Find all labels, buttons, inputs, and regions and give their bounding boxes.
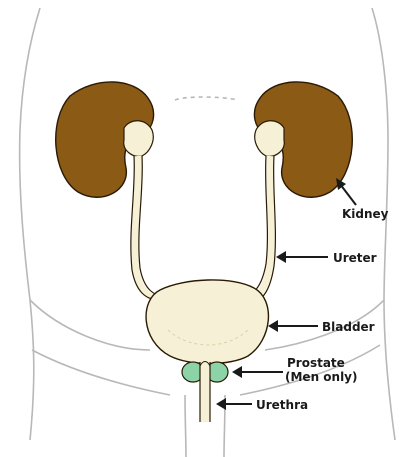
ureter-left [131, 156, 168, 300]
kidney-arrow [336, 178, 356, 205]
label-prostate-note: (Men only) [285, 370, 358, 384]
label-urethra: Urethra [256, 398, 308, 412]
bladder [146, 280, 268, 364]
label-ureter: Ureter [333, 251, 377, 265]
renal-pelvis-left [124, 121, 154, 157]
ureter-arrow [276, 251, 328, 263]
label-kidney: Kidney [342, 207, 389, 221]
renal-pelvis-right [255, 121, 285, 157]
prostate-arrow [232, 366, 283, 378]
urethra-arrow [216, 398, 252, 410]
label-prostate: Prostate [287, 356, 345, 370]
label-bladder: Bladder [322, 320, 375, 334]
bladder-arrow [268, 320, 318, 332]
urethra [200, 362, 210, 423]
ureter-right [246, 156, 275, 302]
